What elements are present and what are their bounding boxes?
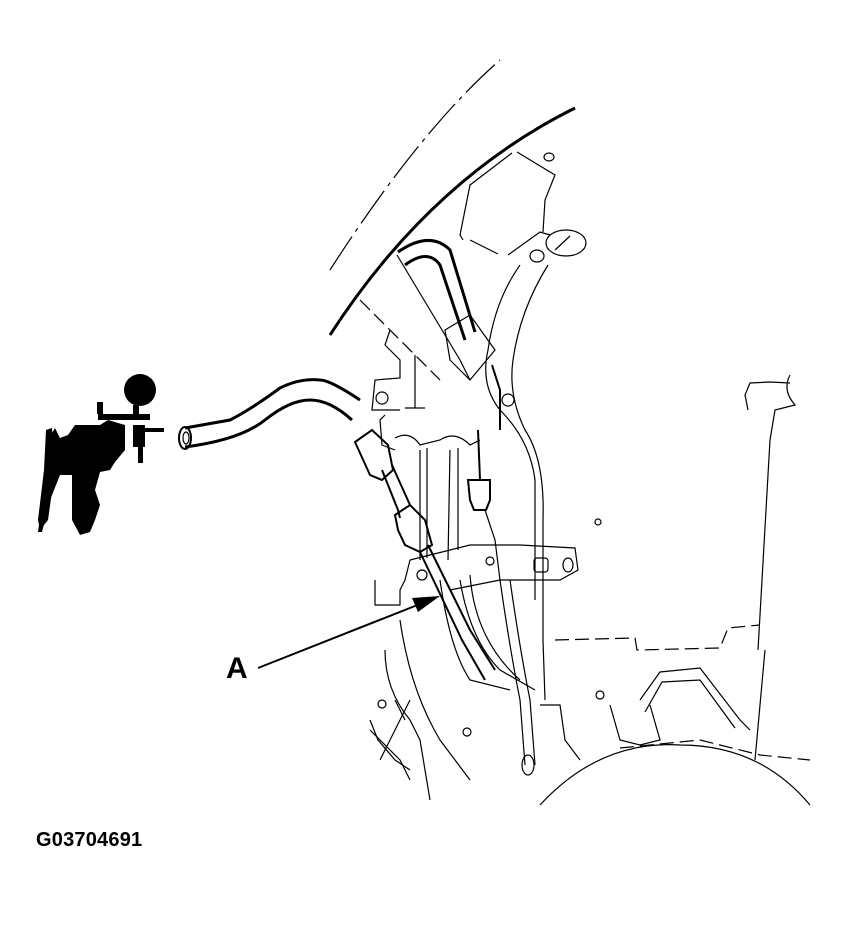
vacuum-pump-icon: [38, 374, 164, 535]
upper-bracket: [459, 151, 587, 263]
callout-label-a: A: [226, 652, 248, 685]
bottom-arc: [539, 744, 811, 806]
figure-id: G03704691: [36, 829, 143, 851]
lower-bracket: [374, 518, 602, 606]
right-panel: [554, 374, 811, 761]
left-lower-panel: [369, 649, 431, 801]
upper-hose: [396, 239, 496, 381]
left-bracket: [371, 329, 481, 451]
callout-a-arrow[interactable]: [257, 596, 440, 669]
curved-tube-right: [485, 264, 549, 701]
mid-ribs: [419, 364, 515, 581]
line-a: [178, 378, 496, 681]
lower-hose-bundle: [369, 574, 605, 781]
fender-arcs: [328, 59, 576, 381]
